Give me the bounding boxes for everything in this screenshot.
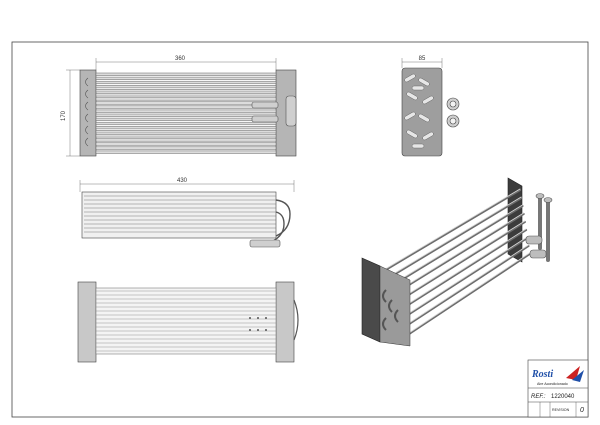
revision-label: REVISION xyxy=(552,408,570,412)
title-block: Rosti Aire Acondicionado REF.: 1220040 R… xyxy=(527,359,589,418)
drawing-frame xyxy=(11,41,589,418)
top-view: 430 xyxy=(79,178,295,248)
bottom-view xyxy=(77,281,299,363)
dim-top-width: 430 xyxy=(177,178,188,184)
brand-logo-text: Rosti xyxy=(531,369,553,380)
ref-value: 1220040 xyxy=(551,394,575,400)
revision-value: 0 xyxy=(580,407,584,414)
ref-label: REF.: xyxy=(531,394,546,400)
dim-front-width: 360 xyxy=(175,56,186,62)
front-view: 360 170 xyxy=(61,56,297,157)
isometric-view xyxy=(361,177,553,347)
side-view: 85 xyxy=(401,56,460,157)
dim-front-height: 170 xyxy=(61,110,67,121)
brand-subtitle: Aire Acondicionado xyxy=(537,382,568,386)
dim-side-width: 85 xyxy=(419,56,426,62)
